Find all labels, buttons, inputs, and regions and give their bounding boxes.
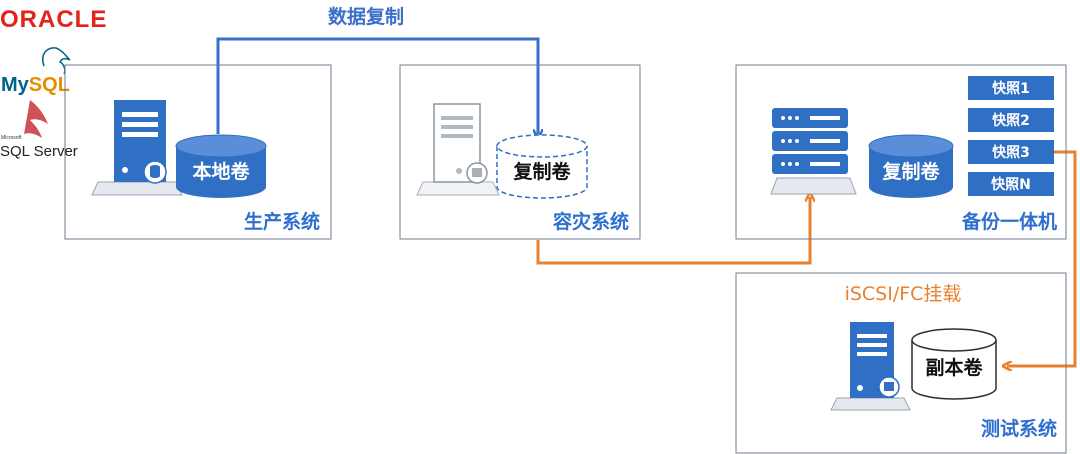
svg-text:ORACLE: ORACLE xyxy=(0,6,107,33)
svg-text:SQL Server: SQL Server xyxy=(0,143,78,160)
snapshot-3 xyxy=(968,140,1054,164)
replicated-volume-dr: 复制卷 xyxy=(496,134,588,199)
replication-flow: 数据复制 xyxy=(216,5,538,134)
snapshot-to-test-flow xyxy=(1007,150,1077,366)
copy-volume: 副本卷 xyxy=(911,328,997,400)
snapshot-2 xyxy=(968,108,1054,132)
replicated-volume-appliance: 复制卷 xyxy=(868,134,954,198)
disaster-recovery-title: 容灾系统 xyxy=(553,210,629,233)
production-server-icon xyxy=(91,100,183,196)
svg-text:MySQL: MySQL xyxy=(1,74,70,96)
local-volume: 本地卷 xyxy=(175,134,267,198)
snapshot-2-label: 快照2 xyxy=(992,112,1030,129)
data-replication-label: 数据复制 xyxy=(328,5,404,28)
disaster-recovery-system: 复制卷 容灾系统 xyxy=(399,64,641,240)
test-system: iSCSI/FC挂载 副本卷 测试系统 xyxy=(735,272,1067,454)
replicated-volume-dr-label: 复制卷 xyxy=(512,160,571,183)
production-system-title: 生产系统 xyxy=(244,210,320,233)
replicated-volume-appliance-label: 复制卷 xyxy=(881,160,940,183)
sql-server-logo: Microsoft SQL Server xyxy=(0,100,78,160)
oracle-logo: ORACLE xyxy=(0,6,107,33)
snapshot-n-label: 快照N xyxy=(991,176,1031,193)
dr-server-icon xyxy=(416,103,500,196)
replication-line xyxy=(216,37,538,134)
snapshot-1 xyxy=(968,76,1054,100)
snapshot-list: 快照1 快照2 快照3 快照N xyxy=(968,76,1054,196)
test-system-title: 测试系统 xyxy=(981,417,1057,440)
snapshot-to-test-line xyxy=(1007,150,1077,366)
backup-appliance-title: 备份一体机 xyxy=(961,210,1057,233)
production-system: 本地卷 生产系统 xyxy=(64,64,332,240)
mysql-dolphin-icon xyxy=(42,47,71,75)
appliance-server-icon xyxy=(770,108,857,195)
local-volume-label: 本地卷 xyxy=(192,160,250,183)
copy-volume-label: 副本卷 xyxy=(925,356,983,379)
dr-to-backup-line xyxy=(536,197,810,265)
svg-text:Microsoft: Microsoft xyxy=(1,135,22,141)
backup-appliance-system: 复制卷 快照1 快照2 快照3 快照N 备份一体机 xyxy=(735,64,1067,240)
mysql-logo: MySQL xyxy=(1,47,71,96)
mount-label: iSCSI/FC挂载 xyxy=(845,283,962,305)
snapshot-3-label: 快照3 xyxy=(992,144,1030,161)
dr-to-backup-flow xyxy=(536,197,810,265)
sql-server-icon xyxy=(24,100,48,138)
snapshot-1-label: 快照1 xyxy=(992,80,1030,97)
test-server-icon xyxy=(830,322,911,411)
snapshot-n xyxy=(968,172,1054,196)
